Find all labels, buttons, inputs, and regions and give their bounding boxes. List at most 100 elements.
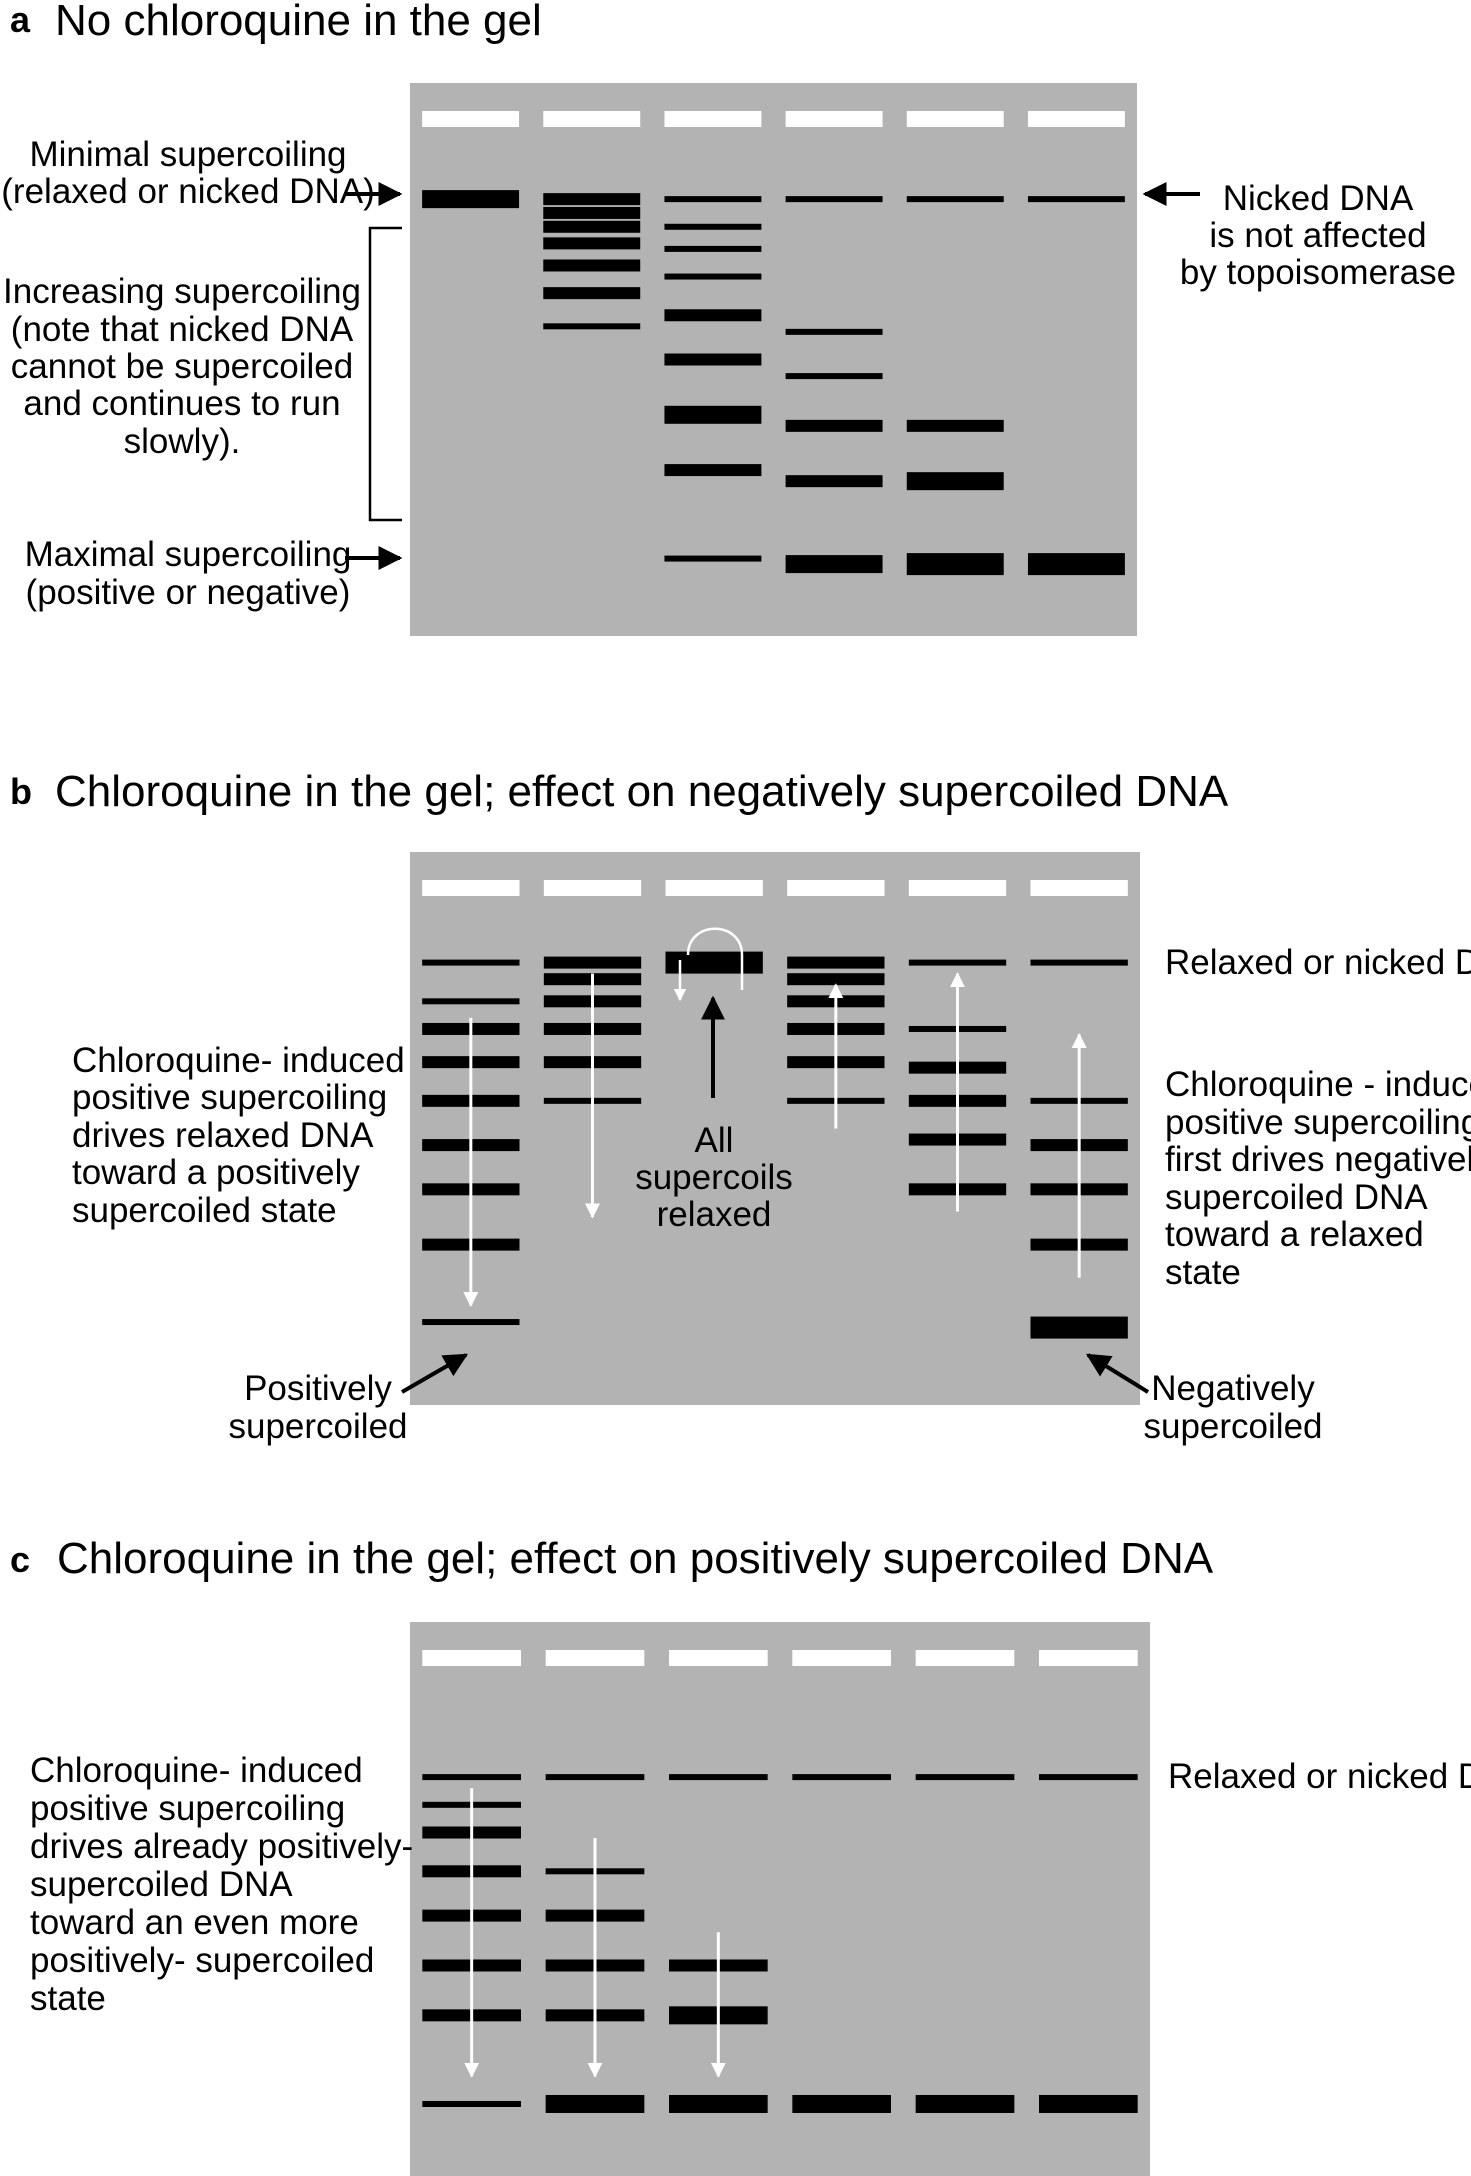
- label-increasing-line5: slowly).: [124, 422, 241, 461]
- dna-band: [915, 1774, 1015, 1781]
- dna-band: [1039, 2094, 1138, 2113]
- dna-band: [543, 206, 641, 219]
- label-positively-line2: supercoiled: [229, 1407, 408, 1446]
- panel-b-letter: b: [10, 771, 32, 812]
- dna-band: [543, 193, 641, 206]
- dna-band: [543, 259, 641, 272]
- dna-band: [785, 328, 883, 335]
- label-b-left-line2: positive supercoiling: [72, 1078, 387, 1117]
- label-c-left-line4: supercoiled DNA: [30, 1865, 293, 1904]
- dna-band: [1027, 553, 1125, 576]
- well-6: [1039, 1650, 1138, 1666]
- label-b-right-line2: positive supercoiling: [1165, 1103, 1471, 1142]
- dna-band: [422, 190, 520, 209]
- well-3: [664, 111, 762, 127]
- label-c-left-line6: positively- supercoiled: [30, 1941, 374, 1980]
- label-nicked-line3: by topoisomerase: [1180, 253, 1456, 292]
- dna-band: [664, 464, 762, 477]
- relax-loop-arrow: [686, 927, 744, 990]
- dna-band: [787, 956, 885, 969]
- label-increasing-line1: Increasing supercoiling: [3, 272, 361, 311]
- dna-band: [906, 472, 1004, 491]
- panel-c-title: Chloroquine in the gel; effect on positi…: [57, 1534, 1214, 1583]
- dna-band: [906, 196, 1004, 203]
- panel-c: c Chloroquine in the gel; effect on posi…: [10, 1534, 1471, 2176]
- label-all-relaxed-line3: relaxed: [657, 1195, 772, 1234]
- label-maximal-line2: (positive or negative): [26, 573, 351, 612]
- bracket-increasing: [368, 226, 402, 522]
- dna-band: [785, 373, 883, 380]
- dna-band: [422, 998, 520, 1005]
- gel-a-lanes: [422, 111, 1125, 576]
- dna-band: [785, 196, 883, 203]
- panel-b-title: Chloroquine in the gel; effect on negati…: [55, 767, 1229, 816]
- dna-band: [664, 353, 762, 366]
- gel-c-lanes: [422, 1650, 1138, 2113]
- label-minimal-line2: (relaxed or nicked DNA): [1, 172, 374, 211]
- dna-band: [543, 323, 641, 330]
- dna-band: [543, 237, 641, 250]
- dna-band: [664, 555, 762, 562]
- label-b-right-line5: toward a relaxed: [1165, 1215, 1424, 1254]
- dna-band: [906, 419, 1004, 432]
- label-b-left-line4: toward a positively: [72, 1153, 360, 1192]
- well-1: [422, 1650, 521, 1666]
- dna-band: [792, 1774, 891, 1781]
- label-negatively-line1: Negatively: [1151, 1369, 1315, 1408]
- panel-a-title: No chloroquine in the gel: [55, 0, 542, 45]
- gel-c: [410, 1622, 1150, 2176]
- dna-band: [787, 973, 885, 986]
- label-all-relaxed-line1: All: [695, 1121, 734, 1160]
- label-positively-line1: Positively: [244, 1369, 392, 1408]
- label-c-relaxed: Relaxed or nicked DNA: [1168, 1757, 1471, 1796]
- dna-band: [422, 1774, 521, 1781]
- dna-band: [1027, 196, 1125, 203]
- dna-band: [785, 419, 883, 432]
- gel-b: [410, 852, 1140, 1405]
- dna-band: [908, 959, 1007, 966]
- dna-band: [1030, 959, 1128, 966]
- well-5: [906, 111, 1004, 127]
- dna-band: [664, 309, 762, 322]
- dna-band: [785, 555, 883, 574]
- label-increasing-line4: and continues to run: [23, 384, 340, 423]
- dna-band: [906, 553, 1004, 576]
- dna-band: [545, 1774, 645, 1781]
- dna-band: [545, 2094, 645, 2113]
- dna-band: [543, 956, 642, 969]
- dna-band: [669, 2094, 768, 2113]
- dna-band: [664, 245, 762, 252]
- dna-band: [422, 2100, 521, 2107]
- well-4: [792, 1650, 891, 1666]
- label-b-left-line5: supercoiled state: [72, 1191, 337, 1230]
- well-2: [543, 880, 642, 896]
- well-4: [787, 880, 885, 896]
- label-nicked-line2: is not affected: [1209, 216, 1426, 255]
- label-c-left-line7: state: [30, 1979, 106, 2018]
- dna-band: [669, 1774, 768, 1781]
- well-4: [785, 111, 883, 127]
- dna-band: [785, 475, 883, 488]
- dna-band: [665, 951, 763, 974]
- well-5: [908, 880, 1007, 896]
- dna-band: [664, 273, 762, 280]
- dna-band: [1030, 1316, 1128, 1339]
- label-increasing-line2: (note that nicked DNA: [11, 310, 354, 349]
- label-maximal-line1: Maximal supercoiling: [25, 535, 352, 574]
- label-c-left-line5: toward an even more: [30, 1903, 359, 1942]
- panel-b: b Chloroquine in the gel; effect on nega…: [10, 767, 1471, 1446]
- label-b-right-line1: Chloroquine - induced: [1165, 1065, 1471, 1104]
- label-b-left-line1: Chloroquine- induced: [72, 1041, 405, 1080]
- gel-b-lanes: [422, 880, 1128, 1339]
- label-c-left-line1: Chloroquine- induced: [30, 1751, 363, 1790]
- well-2: [543, 111, 641, 127]
- panel-c-letter: c: [10, 1539, 30, 1580]
- panel-a: a No chloroquine in the gel Minimal supe…: [1, 0, 1456, 636]
- dna-band: [792, 2094, 891, 2113]
- dna-band: [422, 959, 520, 966]
- dna-band: [543, 287, 641, 300]
- dna-band: [422, 1319, 520, 1326]
- well-3: [665, 880, 763, 896]
- label-b-right-line4: supercoiled DNA: [1165, 1178, 1428, 1217]
